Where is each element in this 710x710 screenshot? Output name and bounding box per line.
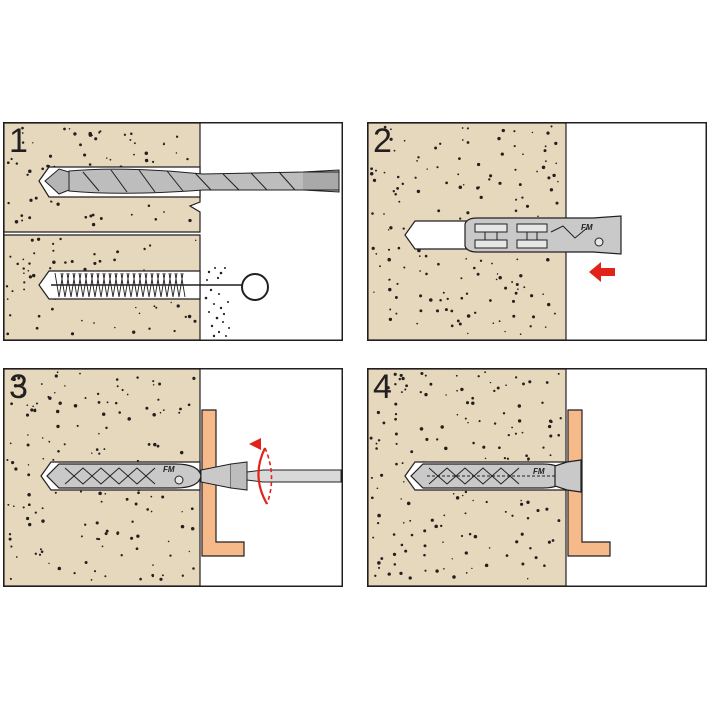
step-2-illustration: FM xyxy=(367,122,707,341)
step-3-panel: FM 3 xyxy=(3,368,343,587)
drill-bit-icon xyxy=(44,168,340,195)
anchor-mark: FM xyxy=(163,465,175,474)
step-3-illustration: FM xyxy=(3,368,343,587)
step-number: 3 xyxy=(9,368,28,406)
push-arrow-icon xyxy=(589,262,615,282)
dust-icon xyxy=(204,267,230,338)
bracket-icon xyxy=(567,409,611,557)
step-4-panel: FM 4 xyxy=(367,368,707,587)
screw-icon xyxy=(427,459,582,493)
screw-icon xyxy=(200,461,248,491)
step-2-panel: FM 2 xyxy=(367,122,707,341)
step-number: 2 xyxy=(373,122,392,160)
step-4-illustration: FM xyxy=(367,368,707,587)
anchor-mark: FM xyxy=(533,467,545,476)
cleaning-brush-icon xyxy=(51,272,269,301)
bracket-icon xyxy=(201,409,245,557)
step-number: 1 xyxy=(9,122,28,160)
wall-plug-icon: FM xyxy=(464,215,622,255)
step-1-illustration xyxy=(3,122,343,341)
step-number: 4 xyxy=(373,368,392,406)
anchor-mark: FM xyxy=(581,223,593,232)
wall-plug-icon: FM xyxy=(46,463,202,489)
screwdriver-icon xyxy=(246,469,342,483)
step-1-panel: 1 xyxy=(3,122,343,341)
rotation-arrow-icon xyxy=(249,438,273,505)
